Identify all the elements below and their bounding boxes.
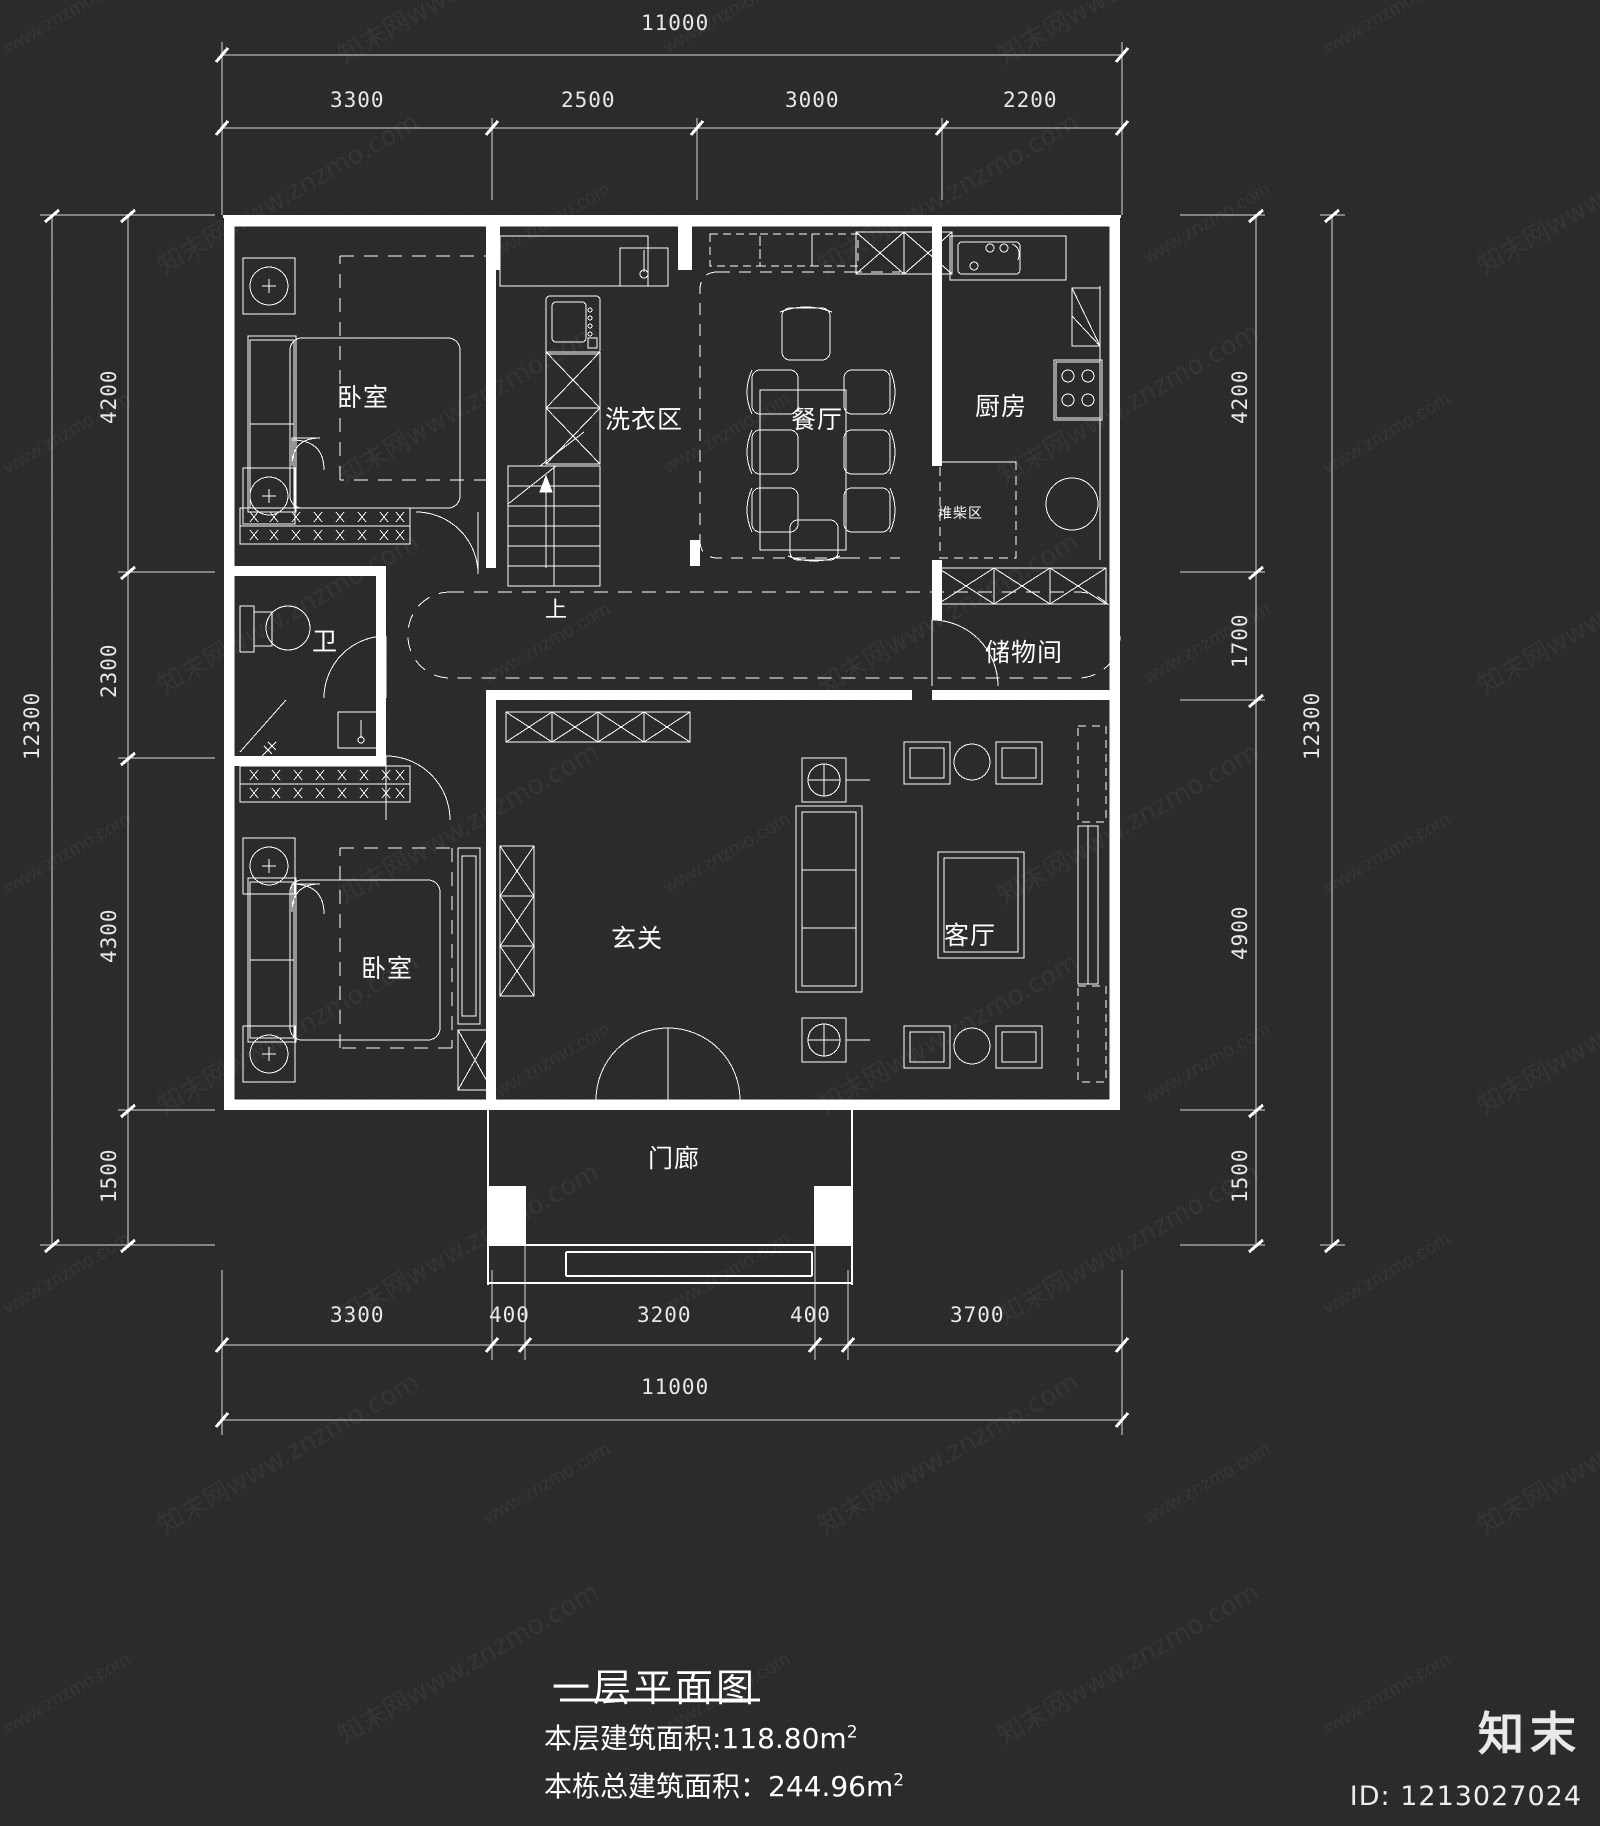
total-area-text: 本栋总建筑面积：244.96m2 bbox=[544, 1765, 904, 1805]
room-label-porch: 门廊 bbox=[648, 1144, 701, 1173]
room-label-bedroom-top: 卧室 bbox=[337, 383, 390, 412]
dim-top-1: 3300 bbox=[330, 88, 385, 112]
floor-area-superscript: 2 bbox=[846, 1722, 858, 1743]
dim-left-1: 4200 bbox=[97, 369, 121, 424]
dim-right-overall: 12300 bbox=[1300, 691, 1324, 760]
dim-top-3: 3000 bbox=[785, 88, 840, 112]
dim-left-4: 1500 bbox=[97, 1148, 121, 1203]
plan-title: 一层平面图 bbox=[552, 1666, 758, 1710]
floor-area-label: 本层建筑面积:118.80m bbox=[544, 1722, 847, 1755]
room-label-kitchen: 厨房 bbox=[975, 392, 1028, 421]
dim-left-overall: 12300 bbox=[20, 691, 44, 760]
dim-top-4: 2200 bbox=[1003, 88, 1058, 112]
dim-bottom-5: 3700 bbox=[950, 1303, 1005, 1327]
dim-bottom-overall: 11000 bbox=[641, 1375, 710, 1399]
dim-right-4: 1500 bbox=[1228, 1148, 1252, 1203]
floor-area-text: 本层建筑面积:118.80m2 bbox=[544, 1717, 858, 1757]
drawing-id-label: ID: 1213027024 bbox=[1349, 1781, 1582, 1812]
room-label-foyer: 玄关 bbox=[611, 924, 664, 953]
room-label-laundry: 洗衣区 bbox=[605, 405, 684, 434]
dim-top-2: 2500 bbox=[561, 88, 616, 112]
total-area-label: 本栋总建筑面积：244.96m bbox=[544, 1770, 894, 1803]
room-label-living: 客厅 bbox=[944, 921, 997, 950]
total-area-superscript: 2 bbox=[893, 1770, 905, 1791]
room-label-bathroom: 卫 bbox=[312, 627, 339, 656]
dim-right-3: 4900 bbox=[1228, 905, 1252, 960]
dim-bottom-3: 3200 bbox=[637, 1303, 692, 1327]
room-label-storage: 储物间 bbox=[985, 638, 1064, 667]
dim-bottom-1: 3300 bbox=[330, 1303, 385, 1327]
dim-top-overall: 11000 bbox=[641, 11, 710, 35]
dim-bottom-4: 400 bbox=[790, 1303, 831, 1327]
dim-right-2: 1700 bbox=[1228, 613, 1252, 668]
room-label-bedroom-bottom: 卧室 bbox=[361, 954, 414, 983]
dim-right-1: 4200 bbox=[1228, 369, 1252, 424]
room-label-firewood: 堆柴区 bbox=[938, 506, 983, 522]
brand-logo: 知末 bbox=[1478, 1707, 1582, 1761]
dim-bottom-2: 400 bbox=[489, 1303, 530, 1327]
dim-left-2: 2300 bbox=[97, 643, 121, 698]
dim-left-3: 4300 bbox=[97, 908, 121, 963]
room-label-dining: 餐厅 bbox=[791, 405, 844, 434]
stair-direction-label: 上 bbox=[545, 598, 569, 623]
